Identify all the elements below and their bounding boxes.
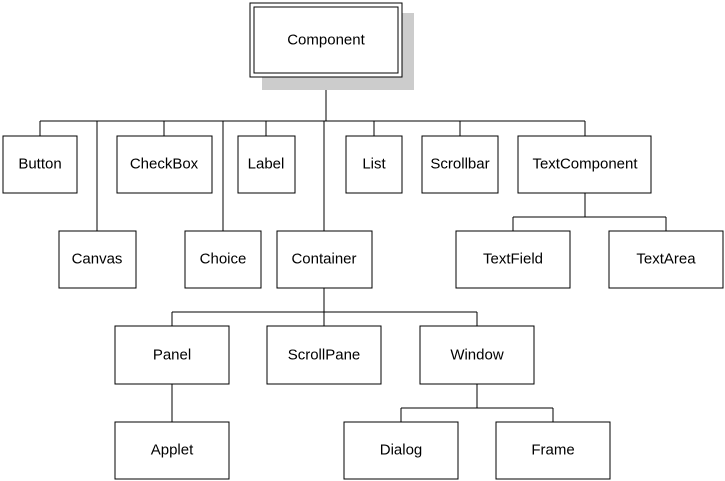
checkbox-label: CheckBox <box>130 156 199 173</box>
choice-box <box>184 230 262 289</box>
node-dialog: Dialog <box>343 421 459 480</box>
textfield-label: TextField <box>483 251 543 268</box>
dialog-label: Dialog <box>380 442 423 459</box>
scrollpane-box <box>266 325 382 385</box>
node-container: Container <box>276 230 373 289</box>
applet-label: Applet <box>151 442 194 459</box>
container-box <box>276 230 373 289</box>
button-box <box>2 135 78 194</box>
textarea-label: TextArea <box>636 251 696 268</box>
node-component: Component <box>249 2 414 90</box>
window-label: Window <box>450 347 504 364</box>
container-label: Container <box>291 251 356 268</box>
node-applet: Applet <box>114 421 230 480</box>
list-box <box>345 135 403 194</box>
scrollbar-label: Scrollbar <box>430 156 489 173</box>
label-label: Label <box>248 156 285 173</box>
connectors <box>39 77 667 422</box>
component-box-inner <box>253 6 399 74</box>
textarea-box <box>608 230 724 289</box>
frame-label: Frame <box>531 442 574 459</box>
scrollbar-box <box>421 135 499 194</box>
node-panel: Panel <box>114 325 230 385</box>
canvas-label: Canvas <box>72 251 123 268</box>
node-textarea: TextArea <box>608 230 724 289</box>
node-scrollpane: ScrollPane <box>266 325 382 385</box>
component-box <box>249 2 403 78</box>
node-label: Label <box>237 135 296 194</box>
canvas-box <box>58 230 137 289</box>
node-list: List <box>345 135 403 194</box>
textcomponent-label: TextComponent <box>532 156 638 173</box>
scrollpane-label: ScrollPane <box>288 347 361 364</box>
choice-label: Choice <box>200 251 247 268</box>
window-box <box>419 325 535 385</box>
node-scrollbar: Scrollbar <box>421 135 499 194</box>
component-label: Component <box>287 32 365 49</box>
node-choice: Choice <box>184 230 262 289</box>
label-box <box>237 135 296 194</box>
node-textfield: TextField <box>455 230 571 289</box>
list-label: List <box>362 156 386 173</box>
panel-label: Panel <box>153 347 191 364</box>
node-canvas: Canvas <box>58 230 137 289</box>
node-frame: Frame <box>495 421 611 480</box>
panel-box <box>114 325 230 385</box>
dialog-box <box>343 421 459 480</box>
textcomponent-box <box>517 135 652 194</box>
node-button: Button <box>2 135 78 194</box>
button-label: Button <box>18 156 61 173</box>
node-textcomponent: TextComponent <box>517 135 652 194</box>
applet-box <box>114 421 230 480</box>
node-checkbox: CheckBox <box>116 135 213 194</box>
node-window: Window <box>419 325 535 385</box>
frame-box <box>495 421 611 480</box>
textfield-box <box>455 230 571 289</box>
checkbox-box <box>116 135 213 194</box>
